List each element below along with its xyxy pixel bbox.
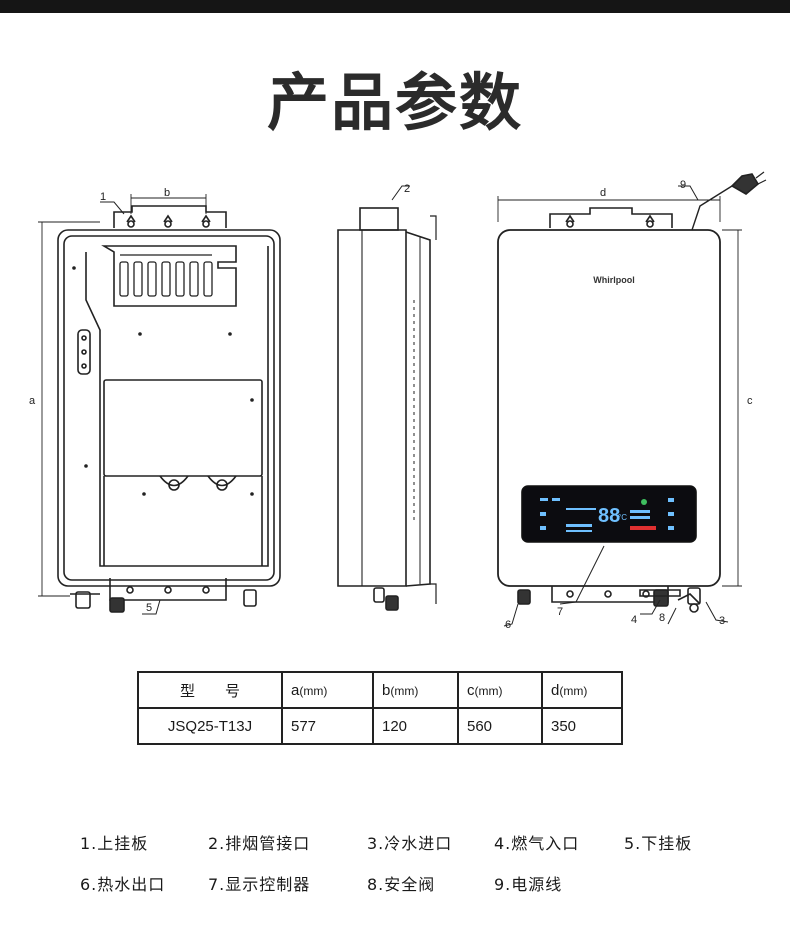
- dimension-label-d: d: [600, 187, 606, 199]
- legend-item-4: 4.燃气入口: [494, 834, 580, 853]
- legend-item-7: 7.显示控制器: [208, 875, 311, 894]
- display-temperature: 88: [598, 505, 620, 527]
- header-c: c(mm): [457, 671, 543, 709]
- legend-item-6: 6.热水出口: [80, 875, 166, 894]
- callout-1: 1: [100, 191, 106, 203]
- dimension-label-b: b: [164, 187, 170, 199]
- cell-model: JSQ25-T13J: [137, 707, 283, 745]
- technical-drawing: 88 °C Whirlpool a b c d 1 2 3 4 5 6 7 8 …: [29, 171, 767, 630]
- callout-2: 2: [404, 183, 410, 195]
- cell-d: 350: [541, 707, 623, 745]
- legend-item-8: 8.安全阀: [367, 875, 436, 894]
- legend-item-2: 2.排烟管接口: [208, 834, 311, 853]
- dimension-label-a: a: [29, 395, 36, 407]
- front-view: [497, 171, 767, 627]
- legend-item-9: 9.电源线: [494, 875, 563, 894]
- legend-item-3: 3.冷水进口: [367, 834, 453, 853]
- callout-8: 8: [659, 612, 665, 624]
- spec-table: 型 号 a(mm) b(mm) c(mm) d(mm) JSQ25-T13J 5…: [137, 671, 623, 745]
- callout-3: 3: [719, 615, 725, 627]
- callout-9: 9: [680, 179, 686, 191]
- cell-c: 560: [457, 707, 543, 745]
- back-view: [38, 194, 281, 615]
- callout-4: 4: [631, 614, 637, 626]
- header-d: d(mm): [541, 671, 623, 709]
- header-a: a(mm): [281, 671, 374, 709]
- callout-6: 6: [505, 619, 511, 630]
- brand-logo: Whirlpool: [593, 275, 635, 285]
- page-title: 产品参数: [266, 66, 523, 139]
- legend-item-5: 5.下挂板: [624, 834, 693, 853]
- spec-table-header: 型 号 a(mm) b(mm) c(mm) d(mm): [137, 671, 623, 709]
- top-bar: [0, 0, 790, 13]
- header-b: b(mm): [372, 671, 459, 709]
- callout-5: 5: [146, 602, 152, 614]
- spec-table-row: JSQ25-T13J 577 120 560 350: [137, 707, 623, 745]
- side-view: [337, 185, 437, 611]
- display-unit: °C: [618, 513, 627, 522]
- cell-b: 120: [372, 707, 459, 745]
- legend-item-1: 1.上挂板: [80, 834, 149, 853]
- display-controller: 88 °C: [540, 498, 674, 532]
- cell-a: 577: [281, 707, 374, 745]
- header-model: 型 号: [137, 671, 283, 709]
- dimension-label-c: c: [747, 395, 753, 407]
- callout-7: 7: [557, 606, 563, 618]
